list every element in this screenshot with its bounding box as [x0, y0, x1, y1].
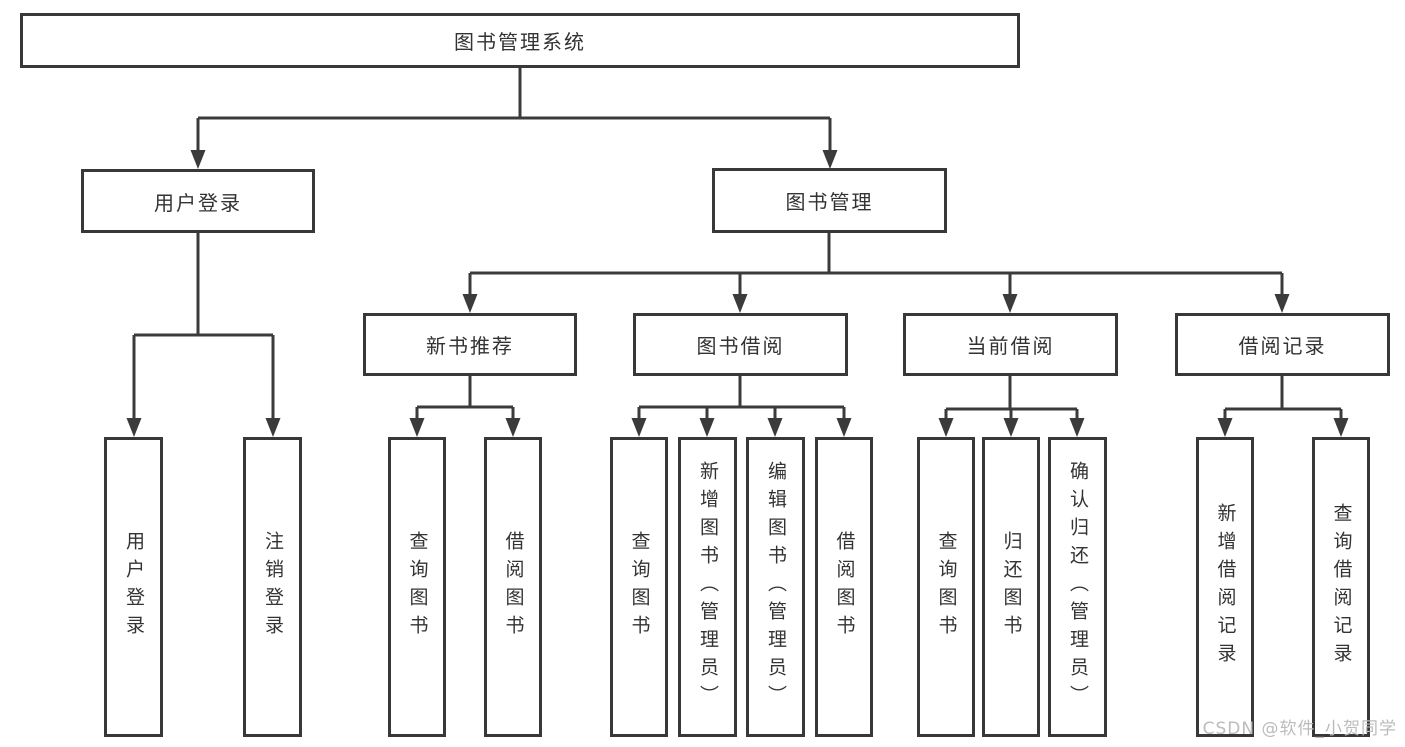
node-label: 查询图书: [935, 531, 958, 643]
leaf-confirm-return-admin: 确认归还（管理员）: [1048, 437, 1107, 737]
leaf-add-book-admin: 新增图书（管理员）: [678, 437, 737, 737]
leaf-query-book-1: 查询图书: [388, 437, 446, 737]
node-root-system: 图书管理系统: [20, 13, 1020, 68]
node-label: 当前借阅: [966, 334, 1055, 358]
leaf-return-book: 归还图书: [982, 437, 1040, 737]
leaf-borrow-book-2: 借阅图书: [815, 437, 873, 737]
leaf-add-borrow-record: 新增借阅记录: [1196, 437, 1254, 737]
leaf-query-book-2: 查询图书: [610, 437, 668, 737]
leaf-logout: 注销登录: [243, 437, 302, 737]
node-label: 查询图书: [406, 531, 429, 643]
leaf-query-book-3: 查询图书: [917, 437, 975, 737]
node-label: 图书借阅: [696, 334, 785, 358]
leaf-query-borrow-record: 查询借阅记录: [1312, 437, 1370, 737]
leaf-user-login: 用户登录: [104, 437, 163, 737]
node-label: 查询借阅记录: [1330, 503, 1353, 671]
node-label: 新增图书（管理员）: [697, 461, 719, 713]
node-new-book-recommend: 新书推荐: [363, 313, 577, 376]
node-label: 注销登录: [262, 531, 284, 643]
node-label: 用户登录: [154, 190, 242, 215]
node-book-management: 图书管理: [712, 168, 947, 233]
leaf-borrow-book-1: 借阅图书: [484, 437, 542, 737]
node-label: 归还图书: [1000, 531, 1023, 643]
node-current-borrow: 当前借阅: [903, 313, 1118, 376]
node-label: 借阅图书: [833, 531, 856, 643]
node-label: 图书管理系统: [454, 30, 586, 54]
leaf-edit-book-admin: 编辑图书（管理员）: [746, 437, 805, 737]
node-label: 编辑图书（管理员）: [765, 461, 787, 713]
node-label: 新增借阅记录: [1214, 503, 1237, 671]
node-borrow-record: 借阅记录: [1175, 313, 1390, 376]
node-user-login: 用户登录: [81, 169, 315, 233]
node-label: 借阅记录: [1238, 334, 1327, 358]
csdn-watermark: CSDN @软件_小贺同学: [1202, 719, 1397, 739]
node-label: 用户登录: [123, 531, 145, 643]
node-label: 借阅图书: [502, 531, 525, 643]
node-book-borrow: 图书借阅: [633, 313, 848, 376]
node-label: 图书管理: [785, 190, 874, 214]
node-label: 确认归还（管理员）: [1067, 461, 1089, 713]
node-label: 新书推荐: [426, 334, 514, 358]
node-label: 查询图书: [628, 531, 651, 643]
